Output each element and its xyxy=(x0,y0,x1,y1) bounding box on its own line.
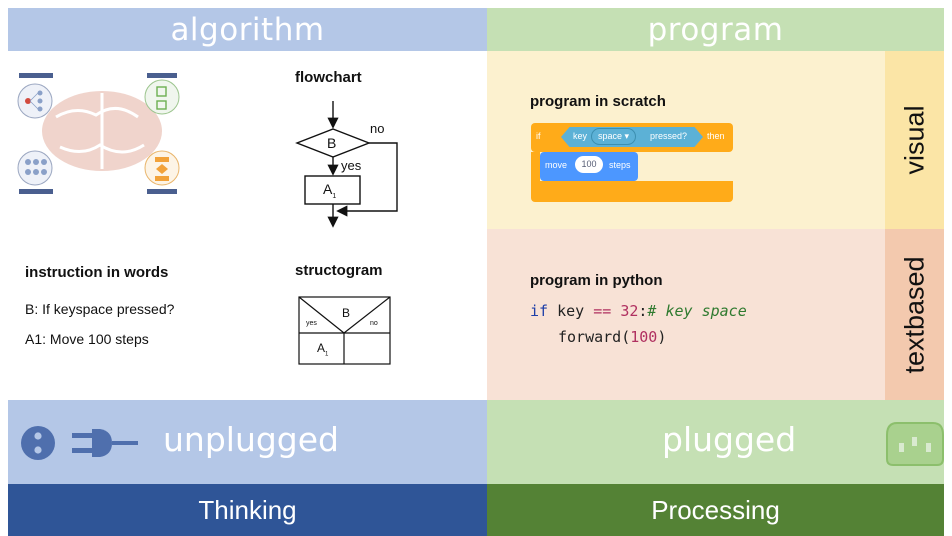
algorithm-panel: flowchart B no yes A1 instruction in wor… xyxy=(8,51,487,400)
plugged-band: plugged xyxy=(487,400,944,484)
scratch-then-label: then xyxy=(707,131,725,141)
program-header: program xyxy=(487,8,944,51)
structogram-yes-label: yes xyxy=(306,320,317,327)
plugged-label: plugged xyxy=(662,420,797,459)
textbased-side-tab: textbased xyxy=(885,229,944,400)
textbased-panel: program in python if key == 32:# key spa… xyxy=(487,229,885,400)
scratch-steps-label: steps xyxy=(609,160,631,170)
words-title: instruction in words xyxy=(25,264,169,281)
scratch-title: program in scratch xyxy=(530,93,666,110)
scratch-if-label: if xyxy=(536,131,541,141)
flowchart-condition: B xyxy=(327,135,337,151)
python-title: program in python xyxy=(530,272,663,289)
processing-band: Processing xyxy=(487,484,944,536)
plug-icon xyxy=(21,426,138,460)
flowchart-action: A1 xyxy=(323,181,337,200)
flowchart-title: flowchart xyxy=(295,69,362,86)
scratch-key-label: key xyxy=(573,131,588,141)
scratch-steps-input[interactable]: 100 xyxy=(575,156,603,173)
program-header-label: program xyxy=(647,11,784,48)
algorithm-header-label: algorithm xyxy=(170,11,325,48)
scratch-key-dropdown[interactable]: space ▾ xyxy=(591,128,637,145)
thinking-label: Thinking xyxy=(198,494,297,525)
structogram-action: A1 xyxy=(317,341,329,358)
words-line-1: B: If keyspace pressed? xyxy=(25,301,175,317)
flowchart-yes-label: yes xyxy=(341,158,362,173)
scratch-c-arm xyxy=(531,152,540,181)
structogram-condition: B xyxy=(342,306,351,320)
thinking-band: Thinking xyxy=(8,484,487,536)
python-code-line-1: if key == 32:# key space xyxy=(530,302,747,320)
flowchart-no-label: no xyxy=(370,121,385,136)
flowchart-diagram xyxy=(295,101,398,228)
visual-label: visual xyxy=(899,105,929,175)
structogram-title: structogram xyxy=(295,262,383,279)
brain-icon xyxy=(17,73,180,194)
textbased-label: textbased xyxy=(899,255,929,374)
algorithm-header: algorithm xyxy=(8,8,487,51)
unplugged-band: unplugged xyxy=(8,400,487,484)
words-line-2: A1: Move 100 steps xyxy=(25,331,149,347)
structogram-no-label: no xyxy=(370,320,378,327)
structogram-diagram xyxy=(298,296,391,365)
visual-panel: program in scratch if key space ▾ presse… xyxy=(487,51,885,229)
processing-label: Processing xyxy=(651,494,780,525)
scratch-pressed-label: pressed? xyxy=(650,131,688,141)
scratch-move-label: move xyxy=(545,160,568,170)
scratch-c-bottom xyxy=(531,181,733,202)
unplugged-label: unplugged xyxy=(163,420,340,459)
python-code-line-2: forward(100) xyxy=(558,328,667,346)
socket-icon xyxy=(886,422,944,466)
visual-side-tab: visual xyxy=(885,51,944,229)
